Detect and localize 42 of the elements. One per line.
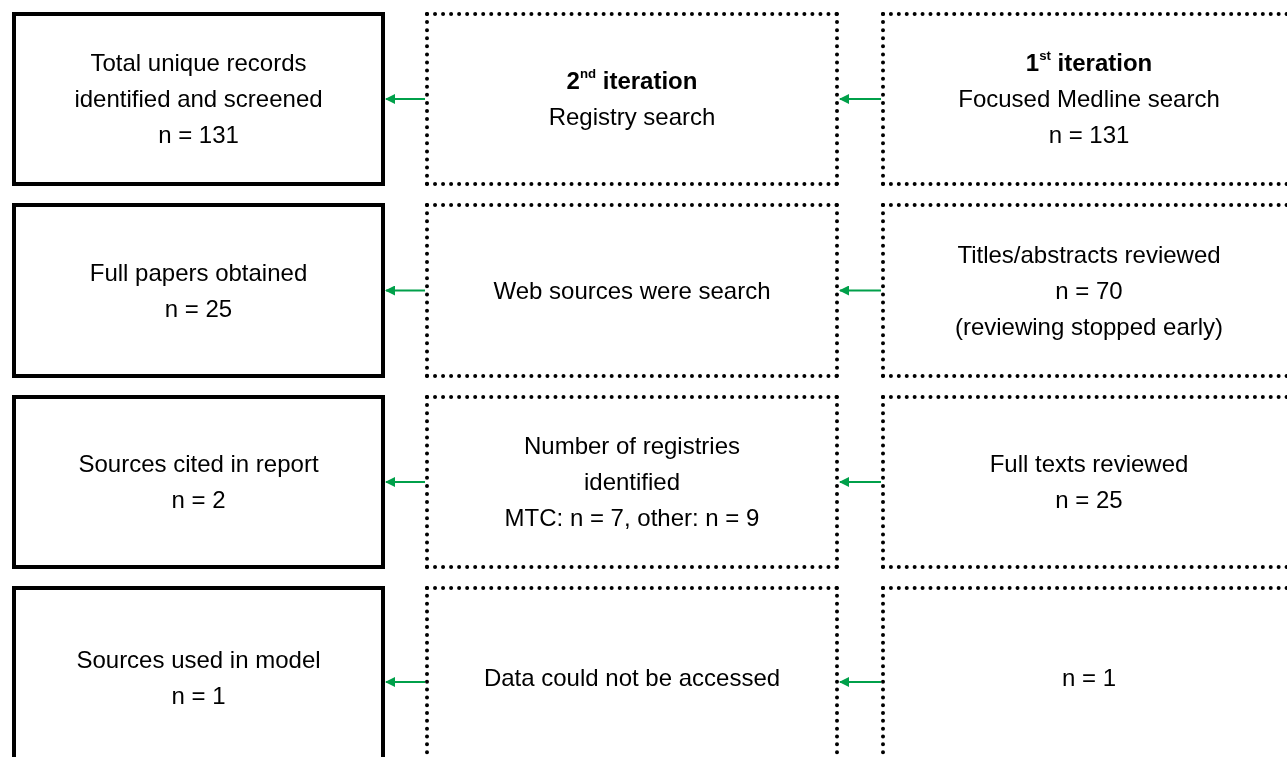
box-text: n = 131 xyxy=(158,120,239,150)
arrow xyxy=(839,285,882,296)
box-text: Titles/abstracts reviewed xyxy=(957,239,1221,270)
search-box xyxy=(425,586,839,757)
box-text: n = 1 xyxy=(1061,663,1116,693)
result-box xyxy=(12,586,385,757)
search-box xyxy=(425,395,839,569)
search-box xyxy=(881,12,1287,186)
arrow xyxy=(385,94,426,104)
box-text: n = 131 xyxy=(1048,120,1130,150)
box-text: n = 2 xyxy=(171,485,226,515)
search-box xyxy=(425,12,839,186)
box-text: Full papers obtained xyxy=(89,257,308,288)
box-text: Focused Medline search xyxy=(958,84,1220,114)
box-text: Full texts reviewed xyxy=(989,449,1189,479)
search-box xyxy=(881,395,1287,569)
box-text: n = 25 xyxy=(164,293,233,324)
box-text: Sources used in model xyxy=(76,645,321,675)
arrow xyxy=(385,477,426,487)
result-box xyxy=(12,203,385,378)
heading: 1$^{st}$ iteration xyxy=(1025,47,1153,78)
arrow xyxy=(385,285,426,296)
box-text: n = 25 xyxy=(1055,485,1123,515)
box-text: Data could not be accessed xyxy=(483,663,781,693)
arrow xyxy=(839,94,882,104)
heading: 2$^{nd}$ iteration xyxy=(566,65,698,96)
search-box xyxy=(881,203,1287,378)
box-text: (reviewing stopped early) xyxy=(954,311,1224,342)
box-text: n = 1 xyxy=(171,681,226,711)
result-box xyxy=(12,12,385,186)
box-text: Registry search xyxy=(548,102,716,132)
search-box xyxy=(881,586,1287,757)
box-text: n = 70 xyxy=(1055,275,1123,306)
arrow xyxy=(385,677,426,687)
search-box xyxy=(425,203,839,378)
box-text: Web sources were search xyxy=(493,275,771,306)
box-text: MTC: n = 7, other: n = 9 xyxy=(504,503,760,533)
result-box xyxy=(12,395,385,569)
box-text: Sources cited in report xyxy=(78,449,319,479)
arrow xyxy=(839,477,882,487)
box-text: Number of registries identified xyxy=(522,431,742,497)
arrow xyxy=(839,677,882,687)
